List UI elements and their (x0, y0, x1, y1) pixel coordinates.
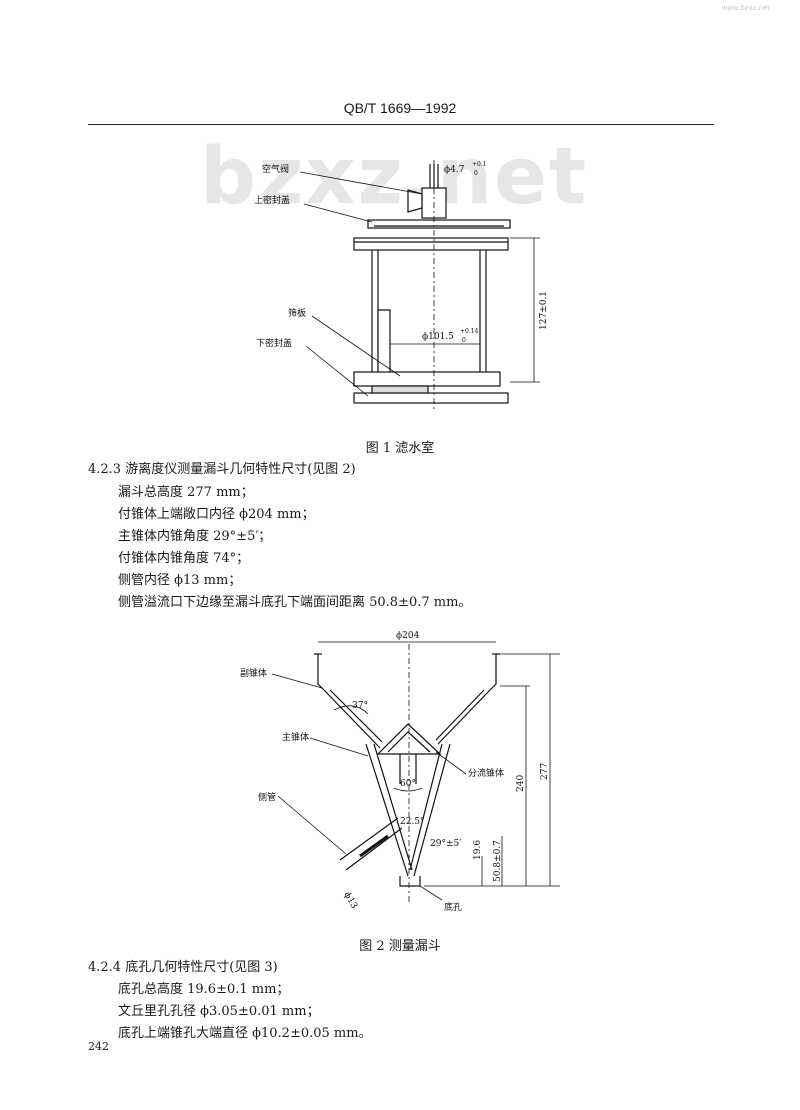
dim-angle-22-5: 22.5° (400, 817, 425, 827)
dim-inner-dia: ϕ101.5 (422, 332, 454, 342)
bottom-hole (399, 876, 421, 887)
dim-inner-tol-upper: +0.14 (460, 328, 479, 335)
dim-angle-37: 37° (352, 701, 368, 711)
main-cone (365, 743, 451, 877)
figure-1-filter-chamber: 空气阀 上密封盖 筛板 下密封盖 ϕ4.7 +0.1 0 ϕ101.5 +0.1… (254, 160, 549, 410)
spec-line: 侧管溢流口下边缘至漏斗底孔下端面间距离 50.8±0.7 mm。 (118, 595, 472, 610)
section-4-2-3-title: 4.2.3 游离度仪测量漏斗几何特性尺寸(见图 2) (88, 462, 356, 477)
label-lower-cover: 下密封盖 (256, 337, 292, 349)
header-rule (88, 124, 714, 125)
spec-line: 付锥体上端敞口内径 ϕ204 mm； (118, 507, 315, 522)
standard-code-header: QB/T 1669—1992 (343, 100, 457, 116)
side-tube (339, 817, 403, 871)
air-valve-knob (407, 189, 423, 213)
spec-line: 底孔总高度 19.6±0.1 mm； (118, 982, 290, 997)
dim-valve-dia: ϕ4.7 (444, 165, 465, 175)
aux-cone-cylinder (317, 654, 497, 691)
dim-top-dia: ϕ204 (396, 631, 420, 641)
figure-2-measuring-funnel: 副锥体 主锥体 侧管 分流锥体 底孔 ϕ204 37° 60° 22.5° 29… (240, 631, 560, 913)
figure-2-caption: 图 2 测量漏斗 (359, 939, 441, 954)
aux-cone (323, 689, 491, 749)
figure-1-caption: 图 1 滤水室 (365, 441, 435, 456)
dim-height-240: 240 (516, 775, 526, 792)
spec-line: 付锥体内锥角度 74°； (118, 551, 250, 566)
label-side-tube: 侧管 (258, 791, 276, 803)
dim-angle-60: 60° (400, 779, 416, 789)
label-air-valve: 空气阀 (262, 163, 289, 175)
dim-tube-dia: ϕ13 (341, 891, 359, 911)
label-sieve-plate: 筛板 (288, 307, 306, 319)
top-flange (353, 237, 509, 251)
site-watermark: bzxz.net (200, 132, 589, 222)
spec-line: 侧管内径 ϕ13 mm； (118, 573, 242, 588)
label-upper-cover: 上密封盖 (254, 194, 290, 206)
bottom-flange (353, 371, 501, 387)
dim-height-19-6: 19.6 (473, 840, 483, 860)
dim-height-277: 277 (540, 763, 550, 780)
dim-inner-tol-lower: 0 (462, 337, 466, 344)
upper-cover-plate (367, 219, 511, 229)
dim-height-50-8: 50.8±0.7 (493, 840, 503, 882)
page-number: 242 (88, 1040, 109, 1053)
dim-height: 127±0.1 (539, 291, 549, 330)
spec-line: 文丘里孔孔径 ϕ3.05±0.01 mm； (118, 1004, 320, 1019)
lower-cover-plate (353, 392, 509, 404)
corner-watermark: www.bzxz.net (721, 4, 770, 12)
label-divider-cone: 分流锥体 (468, 767, 504, 779)
spec-line: 底孔上端锥孔大端直径 ϕ10.2±0.05 mm。 (118, 1026, 372, 1041)
label-bottom-hole: 底孔 (444, 901, 462, 913)
section-4-2-4-title: 4.2.4 底孔几何特性尺寸(见图 3) (88, 960, 278, 975)
dim-valve-tol-lower: 0 (474, 170, 478, 177)
dim-angle-29: 29°±5′ (430, 839, 461, 849)
label-main-cone: 主锥体 (282, 731, 309, 743)
spec-line: 漏斗总高度 277 mm； (118, 485, 254, 500)
spec-line: 主锥体内锥角度 29°±5′； (118, 529, 272, 544)
dim-valve-tol-upper: +0.1 (472, 161, 487, 168)
label-aux-cone: 副锥体 (240, 667, 267, 679)
